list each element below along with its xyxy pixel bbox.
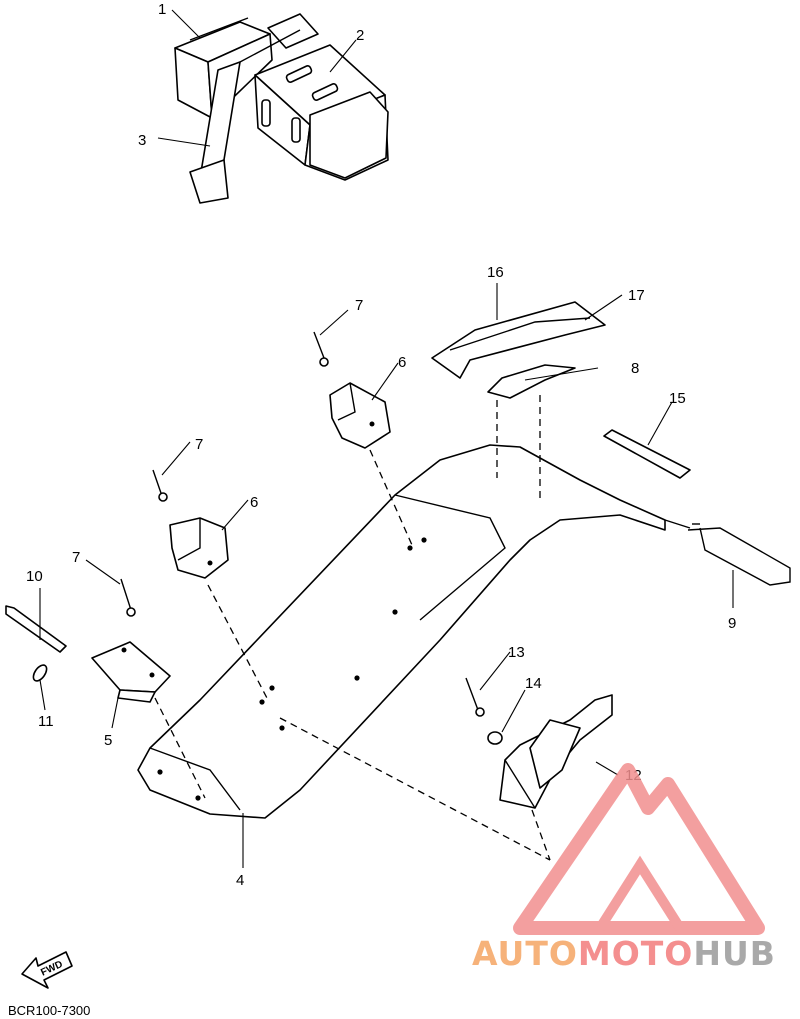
washer-part-11 bbox=[32, 664, 48, 682]
watermark-hub: HUB bbox=[693, 934, 776, 973]
screw-part-7-mid bbox=[152, 469, 168, 502]
latch-part-12 bbox=[499, 694, 613, 809]
callout-leaders bbox=[39, 9, 734, 868]
callout-7-left: 7 bbox=[72, 549, 80, 566]
battery-band-part-3 bbox=[189, 13, 319, 204]
callout-14: 14 bbox=[525, 675, 542, 692]
seat-bracket-part-5 bbox=[91, 641, 171, 703]
diagram-code: BCR100-7300 bbox=[8, 1003, 91, 1018]
watermark-auto: AUTO bbox=[472, 934, 578, 973]
callout-9: 9 bbox=[728, 615, 736, 632]
callout-6-left: 6 bbox=[250, 494, 258, 511]
callout-2: 2 bbox=[356, 27, 364, 44]
fwd-arrow-icon: FWD bbox=[21, 951, 73, 989]
clamp-part-6-left bbox=[169, 517, 229, 579]
callout-3: 3 bbox=[138, 132, 146, 149]
watermark-text: AUTOMOTOHUB bbox=[472, 934, 776, 973]
washer-part-14 bbox=[487, 731, 503, 745]
callout-5: 5 bbox=[104, 732, 112, 749]
callout-1: 1 bbox=[158, 1, 166, 18]
battery-group bbox=[174, 13, 389, 204]
callout-8: 8 bbox=[631, 360, 639, 377]
callout-13: 13 bbox=[508, 644, 525, 661]
assembly-guide-lines bbox=[154, 395, 551, 861]
callout-7-top: 7 bbox=[355, 297, 363, 314]
callout-4: 4 bbox=[236, 872, 244, 889]
damper-part-16-17 bbox=[431, 301, 606, 379]
clamp-part-6-top bbox=[329, 382, 391, 449]
callout-17: 17 bbox=[628, 287, 645, 304]
callout-16: 16 bbox=[487, 264, 504, 281]
callout-7-mid: 7 bbox=[195, 436, 203, 453]
callout-6-top: 6 bbox=[398, 354, 406, 371]
screw-part-13 bbox=[465, 677, 485, 717]
watermark-moto: MOTO bbox=[577, 934, 694, 973]
screw-part-7-top bbox=[313, 331, 329, 367]
battery-part-2 bbox=[254, 44, 389, 181]
bolt-part-10 bbox=[5, 605, 67, 653]
callout-15: 15 bbox=[669, 390, 686, 407]
automotohub-logo-icon bbox=[513, 763, 765, 935]
lock-wire-part-9 bbox=[687, 523, 791, 586]
seat-tray-part-4 bbox=[137, 444, 691, 819]
callout-10: 10 bbox=[26, 568, 43, 585]
damper-part-8 bbox=[487, 364, 576, 399]
strip-part-15 bbox=[603, 429, 691, 479]
callout-11: 11 bbox=[38, 713, 54, 730]
screw-part-7-left bbox=[120, 578, 136, 617]
